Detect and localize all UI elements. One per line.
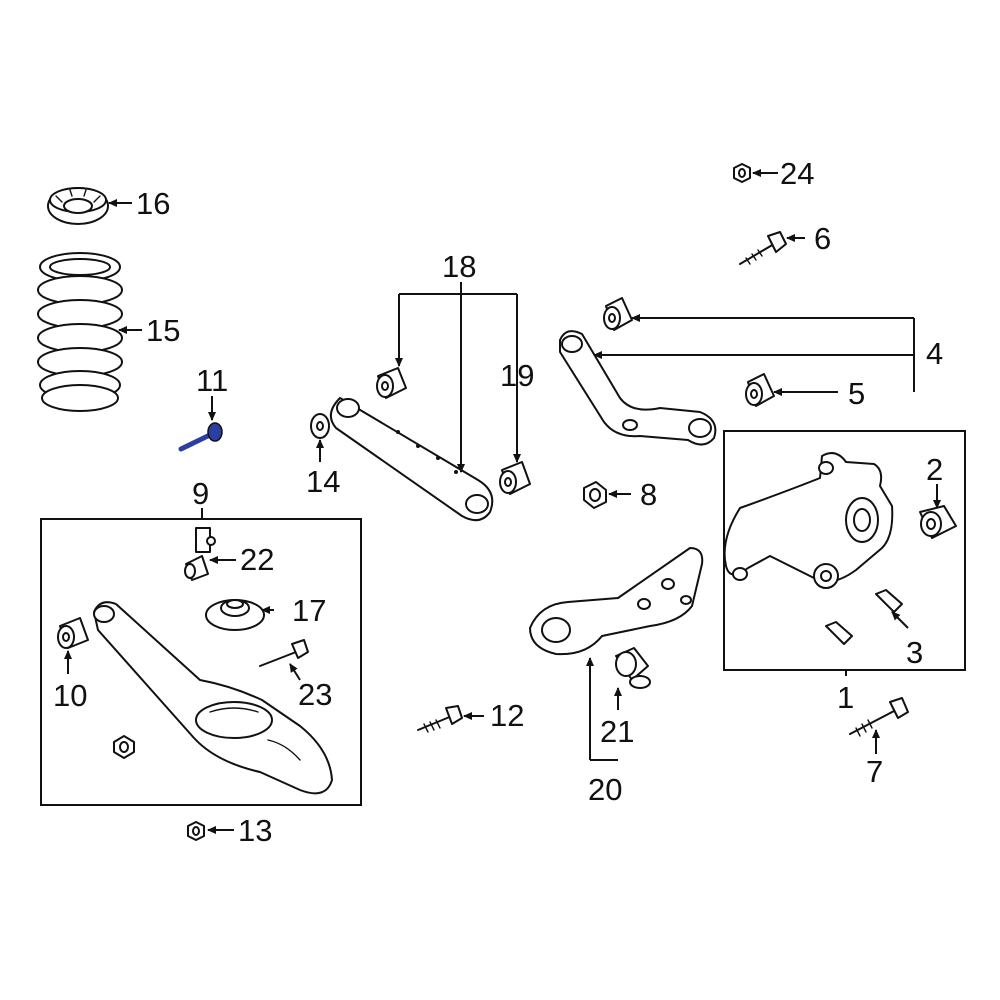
callout-labels: 1 2 3 4 5 6 7 8 9 10 11 12 13 14 15 16 1…: [53, 156, 943, 848]
callout-5: 5: [848, 376, 865, 411]
trailing-arm[interactable]: [529, 547, 704, 656]
lateral-link-bushing-lower[interactable]: [499, 461, 531, 495]
spring-upper-seat[interactable]: [47, 187, 109, 225]
callout-8: 8: [640, 477, 657, 512]
callout-11: 11: [196, 363, 228, 398]
bolt-23[interactable]: [259, 639, 309, 667]
callout-13: 13: [238, 813, 272, 848]
stabilizer-link[interactable]: [184, 527, 216, 581]
callout-15: 15: [146, 313, 180, 348]
rear-knuckle[interactable]: [723, 452, 894, 589]
nut-8[interactable]: [583, 481, 607, 509]
callout-17: 17: [292, 593, 326, 628]
bolt-6[interactable]: [739, 231, 787, 265]
callout-7: 7: [866, 754, 883, 789]
lower-arm-nut[interactable]: [113, 735, 135, 759]
lateral-link[interactable]: [329, 397, 494, 522]
knuckle-studs[interactable]: [825, 589, 903, 645]
callout-9: 9: [192, 476, 209, 511]
callout-3: 3: [906, 635, 923, 670]
callout-16: 16: [136, 186, 170, 221]
upper-control-arm[interactable]: [559, 330, 717, 446]
trailing-arm-bushing[interactable]: [615, 647, 651, 689]
upper-arm-bushing-a[interactable]: [603, 297, 633, 331]
callout-23: 23: [298, 677, 332, 712]
lower-arm-bushing[interactable]: [57, 617, 89, 649]
callout-18: 18: [442, 249, 476, 284]
callout-20: 20: [588, 772, 622, 807]
callout-6: 6: [814, 221, 831, 256]
lateral-link-bushing-upper[interactable]: [376, 367, 407, 399]
leader-lines: [64, 169, 941, 834]
callout-14: 14: [306, 464, 340, 499]
callout-4: 4: [926, 336, 943, 371]
upper-arm-bushing-b[interactable]: [745, 373, 775, 407]
callout-24: 24: [780, 156, 814, 191]
bolt-7[interactable]: [849, 697, 909, 737]
callout-21: 21: [600, 714, 634, 749]
callout-2: 2: [926, 452, 943, 487]
washer[interactable]: [310, 413, 330, 439]
nut-13[interactable]: [187, 821, 205, 841]
coil-spring[interactable]: [37, 252, 123, 412]
callout-1: 1: [837, 680, 854, 715]
bolt-12[interactable]: [417, 705, 463, 733]
spring-lower-insulator[interactable]: [205, 599, 265, 631]
callout-22: 22: [240, 542, 274, 577]
nut-24[interactable]: [733, 163, 751, 183]
highlighted-bolt[interactable]: [178, 422, 223, 452]
callout-19: 19: [500, 358, 534, 393]
callout-12: 12: [490, 698, 524, 733]
callout-10: 10: [53, 678, 87, 713]
knuckle-bushing[interactable]: [919, 505, 957, 539]
lower-control-arm[interactable]: [93, 601, 333, 795]
